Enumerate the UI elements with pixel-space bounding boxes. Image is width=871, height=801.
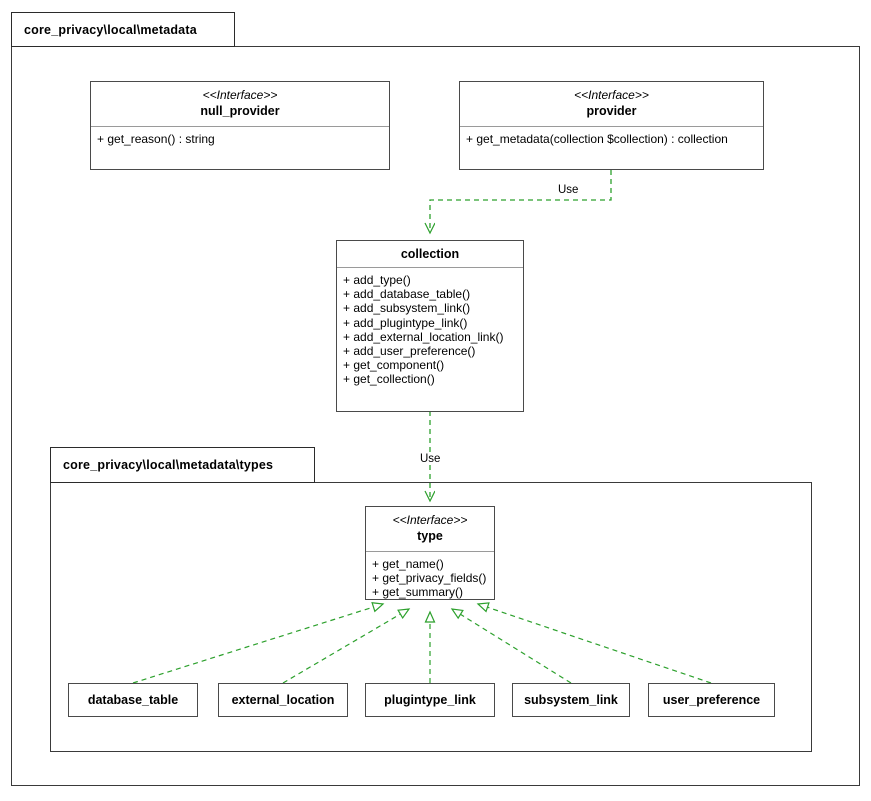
package-tab-types[interactable]: core_privacy\local\metadata\types: [50, 447, 315, 483]
class-node-external-location[interactable]: external_location: [218, 683, 348, 717]
class-node-plugintype-link[interactable]: plugintype_link: [365, 683, 495, 717]
class-member: + add_database_table(): [343, 287, 471, 302]
class-header-null-provider: <<Interface>> null_provider: [91, 82, 389, 127]
edge-label-use-collection-type: Use: [418, 453, 443, 465]
class-name-label: database_table: [87, 693, 179, 707]
class-node-subsystem-link[interactable]: subsystem_link: [512, 683, 630, 717]
class-member: + add_subsystem_link(): [343, 301, 471, 316]
package-tab-metadata[interactable]: core_privacy\local\metadata: [11, 12, 235, 47]
class-member: + get_reason() : string: [97, 132, 215, 146]
class-members-type: + get_name() + get_privacy_fields() + ge…: [366, 552, 494, 604]
class-member: + get_component(): [343, 358, 445, 373]
package-body-types: [50, 482, 812, 752]
class-header-type: <<Interface>> type: [366, 507, 494, 552]
class-header-collection: collection: [337, 241, 523, 268]
class-name-label: plugintype_link: [384, 693, 476, 707]
class-members-null-provider: + get_reason() : string: [91, 127, 389, 150]
class-members-collection: + add_type() + add_database_table() + ad…: [337, 268, 523, 391]
class-node-null-provider[interactable]: <<Interface>> null_provider + get_reason…: [90, 81, 390, 170]
class-members-provider: + get_metadata(collection $collection) :…: [460, 127, 763, 150]
class-name-label: external_location: [231, 693, 335, 707]
class-name-label: type: [417, 529, 443, 543]
class-name-label: null_provider: [200, 104, 280, 118]
class-node-collection[interactable]: collection + add_type() + add_database_t…: [336, 240, 524, 412]
package-body-metadata: [11, 46, 860, 786]
stereotype-label: <<Interface>>: [392, 513, 468, 527]
stereotype-label: <<Interface>>: [574, 88, 649, 102]
class-member: + add_user_preference(): [343, 344, 476, 359]
class-name-label: user_preference: [662, 693, 761, 707]
class-name-label: provider: [586, 104, 637, 118]
class-node-provider[interactable]: <<Interface>> provider + get_metadata(co…: [459, 81, 764, 170]
class-member: + get_metadata(collection $collection) :…: [466, 132, 728, 146]
class-node-user-preference[interactable]: user_preference: [648, 683, 775, 717]
class-name-label: collection: [400, 247, 460, 261]
class-header-provider: <<Interface>> provider: [460, 82, 763, 127]
class-member: + add_plugintype_link(): [343, 315, 468, 330]
class-member: + get_privacy_fields(): [372, 571, 487, 586]
class-node-database-table[interactable]: database_table: [68, 683, 198, 717]
class-member: + get_name(): [372, 557, 444, 571]
class-member: + add_type(): [343, 273, 411, 287]
class-name-label: subsystem_link: [524, 693, 618, 707]
class-member: + get_collection(): [343, 372, 435, 387]
stereotype-label: <<Interface>>: [202, 88, 278, 102]
class-node-type[interactable]: <<Interface>> type + get_name() + get_pr…: [365, 506, 495, 600]
class-member: + get_summary(): [372, 585, 464, 600]
class-member: + add_external_location_link(): [343, 329, 504, 344]
edge-label-use-provider-collection: Use: [556, 184, 581, 196]
